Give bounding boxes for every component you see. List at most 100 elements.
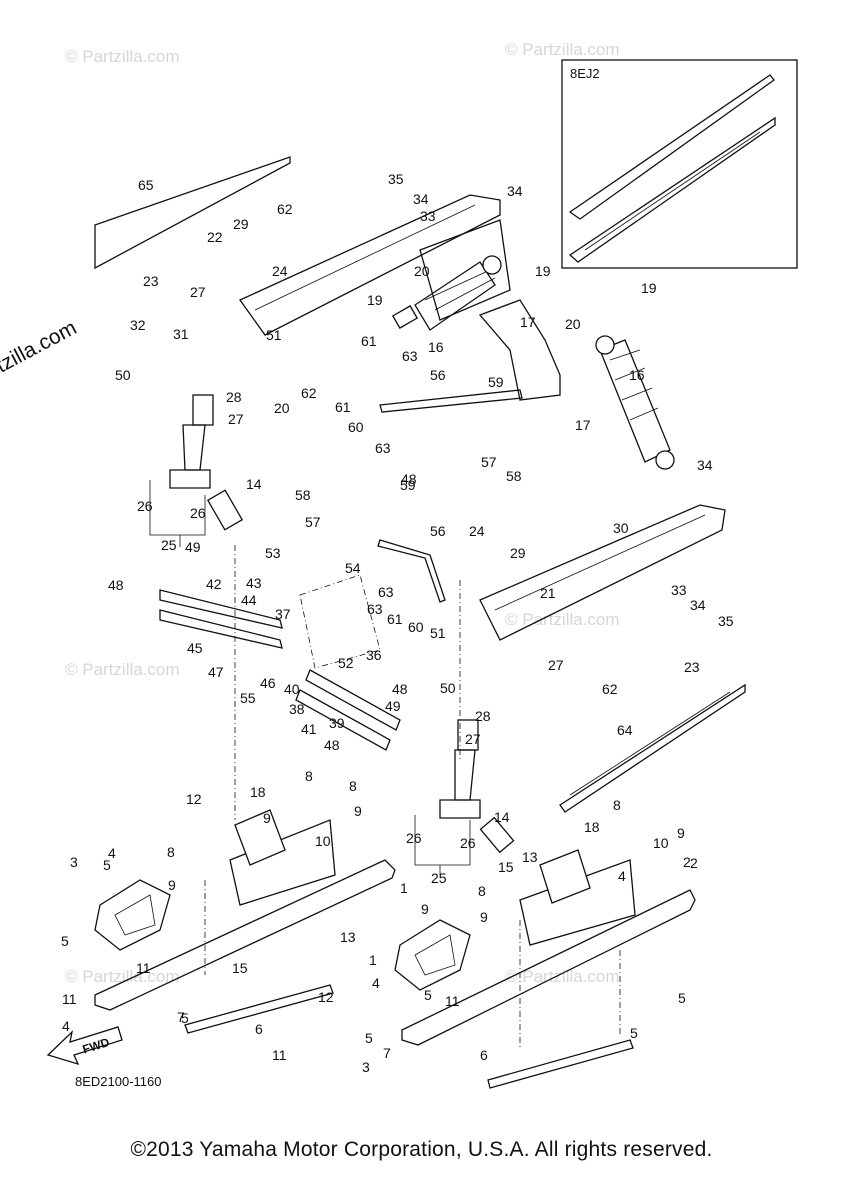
callout-2: 2 <box>683 854 691 870</box>
callout-10: 10 <box>315 833 331 849</box>
callout-60: 60 <box>348 419 364 435</box>
watermark: © Partzilla.com <box>65 660 180 679</box>
callout-34: 34 <box>507 183 523 199</box>
shock-16-right <box>595 335 675 470</box>
callout-64: 64 <box>617 722 633 738</box>
callout-33: 33 <box>671 582 687 598</box>
callout-23: 23 <box>143 273 159 289</box>
callout-48: 48 <box>108 577 124 593</box>
callout-4: 4 <box>108 845 116 861</box>
callout-58: 58 <box>506 468 522 484</box>
callout-27: 27 <box>190 284 206 300</box>
callout-50: 50 <box>440 680 456 696</box>
callout-11: 11 <box>445 993 460 1009</box>
callout-19: 19 <box>641 280 657 296</box>
callout-62: 62 <box>301 385 317 401</box>
callout-3: 3 <box>70 854 78 870</box>
callout-7: 7 <box>177 1009 185 1025</box>
spindle-left <box>169 394 214 489</box>
decal-65 <box>94 156 291 270</box>
callout-9: 9 <box>421 901 429 917</box>
callout-20: 20 <box>414 263 430 279</box>
callout-18: 18 <box>250 784 266 800</box>
callout-16: 16 <box>629 367 645 383</box>
callout-9: 9 <box>354 803 362 819</box>
callout-4: 4 <box>618 868 626 884</box>
callout-1: 1 <box>369 952 377 968</box>
callout-19: 19 <box>367 292 383 308</box>
bracket-17 <box>478 299 561 401</box>
callout-29: 29 <box>510 545 526 561</box>
callout-59: 59 <box>488 374 504 390</box>
callout-11: 11 <box>62 991 77 1007</box>
callout-51: 51 <box>430 625 446 641</box>
callout-4: 4 <box>62 1018 70 1034</box>
callout-33: 33 <box>420 208 436 224</box>
callout-8: 8 <box>613 797 621 813</box>
callout-65: 65 <box>138 177 154 193</box>
callout-53: 53 <box>265 545 281 561</box>
collar-14-lower <box>479 816 515 854</box>
callout-26: 26 <box>190 505 206 521</box>
callout-63: 63 <box>402 348 418 364</box>
callout-20: 20 <box>565 316 581 332</box>
callout-44: 44 <box>241 592 257 608</box>
bracket-25-lower <box>414 815 471 866</box>
callout-43: 43 <box>246 575 262 591</box>
callout-9: 9 <box>263 810 271 826</box>
ski-right <box>394 849 696 1089</box>
callout-25: 25 <box>161 537 177 553</box>
callout-12: 12 <box>318 989 334 1005</box>
callout-62: 62 <box>277 201 293 217</box>
callout-28: 28 <box>475 708 491 724</box>
callout-5: 5 <box>61 933 69 949</box>
drawing-code: 8ED2100-1160 <box>75 1074 162 1089</box>
shock-16-left <box>391 255 502 331</box>
watermark: © Partzilla.com <box>65 967 180 986</box>
callout-50: 50 <box>115 367 131 383</box>
callout-60: 60 <box>408 619 424 635</box>
lower-arm-30 <box>479 504 726 641</box>
collar-14-upper <box>206 489 244 531</box>
copyright-notice: ©2013 Yamaha Motor Corporation, U.S.A. A… <box>130 1138 713 1161</box>
callout-56: 56 <box>430 523 446 539</box>
callout-10: 10 <box>653 835 669 851</box>
callout-9: 9 <box>480 909 488 925</box>
inset-label: 8EJ2 <box>570 66 600 81</box>
callout-57: 57 <box>481 454 497 470</box>
callout-5: 5 <box>424 987 432 1003</box>
callout-37: 37 <box>275 606 291 622</box>
callout-15: 15 <box>232 960 248 976</box>
callout-8: 8 <box>349 778 357 794</box>
callout-61: 61 <box>335 399 351 415</box>
callout-42: 42 <box>206 576 222 592</box>
callout-22: 22 <box>207 229 223 245</box>
callout-39: 39 <box>329 715 345 731</box>
upper-arm <box>239 194 511 336</box>
callout-5: 5 <box>103 857 111 873</box>
watermark-dark: © Partzilla.com <box>0 316 80 403</box>
callout-27: 27 <box>228 411 244 427</box>
watermark: © Partzilla.com <box>505 967 620 986</box>
inset-box: 8EJ2 <box>561 59 798 269</box>
callout-38: 38 <box>289 701 305 717</box>
center-hanger-52 <box>299 574 381 669</box>
callout-9: 9 <box>677 825 685 841</box>
callout-34: 34 <box>697 457 713 473</box>
callout-5: 5 <box>678 990 686 1006</box>
callout-63: 63 <box>375 440 391 456</box>
callout-54: 54 <box>345 560 361 576</box>
callout-5: 5 <box>630 1025 638 1041</box>
callout-46: 46 <box>260 675 276 691</box>
watermarks: © Partzilla.com © Partzilla.com © Partzi… <box>0 40 620 986</box>
callout-35: 35 <box>718 613 734 629</box>
callout-11: 11 <box>136 960 151 976</box>
callout-13: 13 <box>522 849 538 865</box>
callout-51: 51 <box>266 327 282 343</box>
callout-5: 5 <box>365 1030 373 1046</box>
callout-30: 30 <box>613 520 629 536</box>
callout-57: 57 <box>305 514 321 530</box>
callout-1: 1 <box>400 880 408 896</box>
callout-24: 24 <box>469 523 485 539</box>
